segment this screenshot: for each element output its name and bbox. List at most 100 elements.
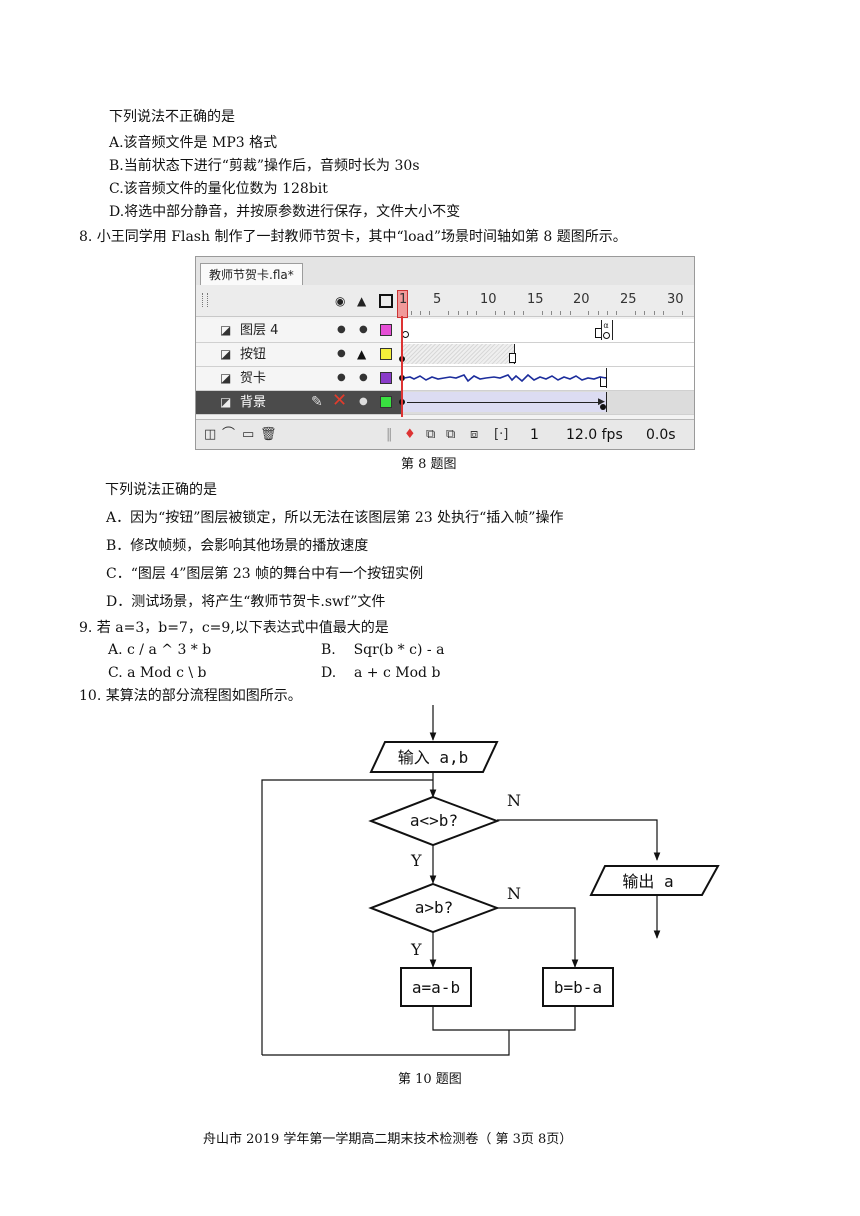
ruler-label: 15 [527,292,544,307]
q7-prompt: 下列说法不正确的是 [109,109,235,125]
layer-color-swatch[interactable] [380,396,392,408]
frame-label-flag: α [603,321,609,330]
ruler-label: 1 [399,292,408,307]
layer-color-swatch[interactable] [380,372,392,384]
current-frame: 1 [530,427,539,443]
q7-option-b: B.当前状态下进行“剪裁”操作后，音频时长为 30s [109,158,420,174]
frame-end-marker [509,353,516,363]
lock-dot[interactable]: ● [359,324,368,335]
keyframe [600,404,606,410]
divider-grip-icon: ‖ [386,427,393,442]
blank-keyframe [402,331,409,338]
new-folder-icon[interactable]: ▭ [242,427,255,442]
add-guide-icon[interactable]: ⌒ [222,427,236,442]
flow-cond1-text: a<>b? [410,811,458,830]
layer-icon: ◪ [220,323,232,337]
flow-input-text: 输入 a,b [398,748,469,767]
flowchart: 输入 a,b a<>b? a>b? a=a-b b=b-a 输出 a N Y N… [261,705,720,1056]
pencil-disabled-icon: ✎ [311,394,323,410]
hidden-layer-icon[interactable]: ✕ [332,390,348,411]
lock-icon[interactable]: ▲ [357,294,367,308]
document-tab-bar: 教师节贺卡.fla* [196,257,694,286]
output-parallelogram [589,865,720,896]
flow-arrow [497,819,661,861]
layer-icon: ◪ [220,347,232,361]
q10-figure-caption: 第 10 题图 [398,1072,462,1087]
ruler-label: 5 [433,292,442,307]
onion-outline-icon[interactable]: ⧉ [446,427,456,442]
layer-name: 背景 [240,395,267,410]
layer-icon: ◪ [220,371,232,385]
audio-waveform [404,373,606,383]
frame-span [401,344,515,364]
document-tab[interactable]: 教师节贺卡.fla* [200,263,303,286]
visibility-dot[interactable]: ● [337,348,346,359]
branch-no-label: N [507,791,521,810]
q9-option-a: A. c / a ^ 3 * b [108,642,212,658]
layer-row-button[interactable]: ◪ 按钮 ● ▲ [196,343,694,367]
layer-row-layer4[interactable]: ◪ 图层 4 ● ● α [196,319,694,343]
frame-track[interactable] [399,343,694,366]
q8-option-b: B．修改帧频，会影响其他场景的播放速度 [106,538,369,554]
q8-option-a: A．因为“按钮”图层被锁定，所以无法在该图层第 23 处执行“插入帧”操作 [106,510,564,526]
q8-prompt: 下列说法正确的是 [105,482,217,498]
q8-figure-caption: 第 8 题图 [401,457,457,472]
onion-skin-icon[interactable]: ⧉ [426,427,436,442]
q7-option-d: D.将选中部分静音，并按原参数进行保存，文件大小不变 [109,204,461,220]
loop-back-line [262,1030,510,1056]
frame-track[interactable]: α [401,319,694,342]
process-box [400,967,472,1007]
ruler-label: 25 [620,292,637,307]
lock-dot[interactable]: ● [359,396,368,407]
branch-yes-label: Y [410,851,422,870]
flow-output-text: 输出 a [622,872,673,891]
drag-grip-icon[interactable] [202,293,208,307]
frame-rate[interactable]: 12.0 fps [566,427,623,443]
flow-process-false-text: b=b-a [554,978,602,997]
q9-option-c: C. a Mod c \ b [108,665,207,681]
layer-color-swatch[interactable] [380,324,392,336]
process-box [542,967,614,1007]
flash-timeline-panel: 教师节贺卡.fla* ◉ ▲ 1 5 10 15 20 25 30 ◪ 图层 4… [195,256,695,450]
new-layer-icon[interactable]: ◫ [204,427,217,442]
merge-line [432,1006,576,1031]
q10-stem: 10. 某算法的部分流程图如图所示。 [79,688,302,704]
blank-keyframe [603,332,610,339]
flow-cond2-text: a>b? [415,898,454,917]
eye-icon[interactable]: ◉ [335,294,346,308]
playhead-line [401,316,403,417]
ruler-label: 20 [573,292,590,307]
decision-diamond [368,795,500,847]
loop-back-line [261,779,433,1055]
lock-dot[interactable]: ● [359,372,368,383]
visibility-dot[interactable]: ● [337,372,346,383]
branch-no-label: N [507,884,521,903]
lock-icon[interactable]: ▲ [357,347,367,361]
timeline-header: ◉ ▲ [196,285,694,317]
layer-row-card[interactable]: ◪ 贺卡 ● ● [196,367,694,391]
layer-icon: ◪ [220,395,232,409]
q8-option-c: C．“图层 4”图层第 23 帧的舞台中有一个按钮实例 [106,566,424,582]
q8-stem: 8. 小王同学用 Flash 制作了一封教师节贺卡，其中“load”场景时间轴如… [79,229,627,245]
visibility-dot[interactable]: ● [337,324,346,335]
center-frame-icon[interactable]: ♦ [404,427,416,442]
page-footer: 舟山市 2019 学年第一学期高二期末技术检测卷（ 第 3页 8页） [203,1132,573,1147]
q7-option-a: A.该音频文件是 MP3 格式 [109,135,278,151]
q9-option-b: B. Sqr(b * c) - a [321,642,445,658]
layer-name: 按钮 [240,347,267,362]
modify-markers-icon[interactable]: [·] [494,427,509,442]
outline-icon[interactable] [379,294,393,308]
q9-option-d: D. a + c Mod b [321,665,441,681]
motion-tween-arrow [407,402,602,403]
ruler-label: 30 [667,292,684,307]
elapsed-time: 0.0s [646,427,676,443]
layer-name: 贺卡 [240,371,267,386]
layer-row-background[interactable]: ◪ 背景 ✎ ✕ ● ▶ [196,391,694,415]
layer-color-swatch[interactable] [380,348,392,360]
input-parallelogram [369,741,499,773]
trash-icon[interactable]: 🗑 [260,427,277,442]
edit-multiple-frames-icon[interactable]: ⧈ [470,427,479,442]
decision-diamond [368,882,500,934]
flow-arrow [497,907,579,968]
ruler-label: 10 [480,292,497,307]
